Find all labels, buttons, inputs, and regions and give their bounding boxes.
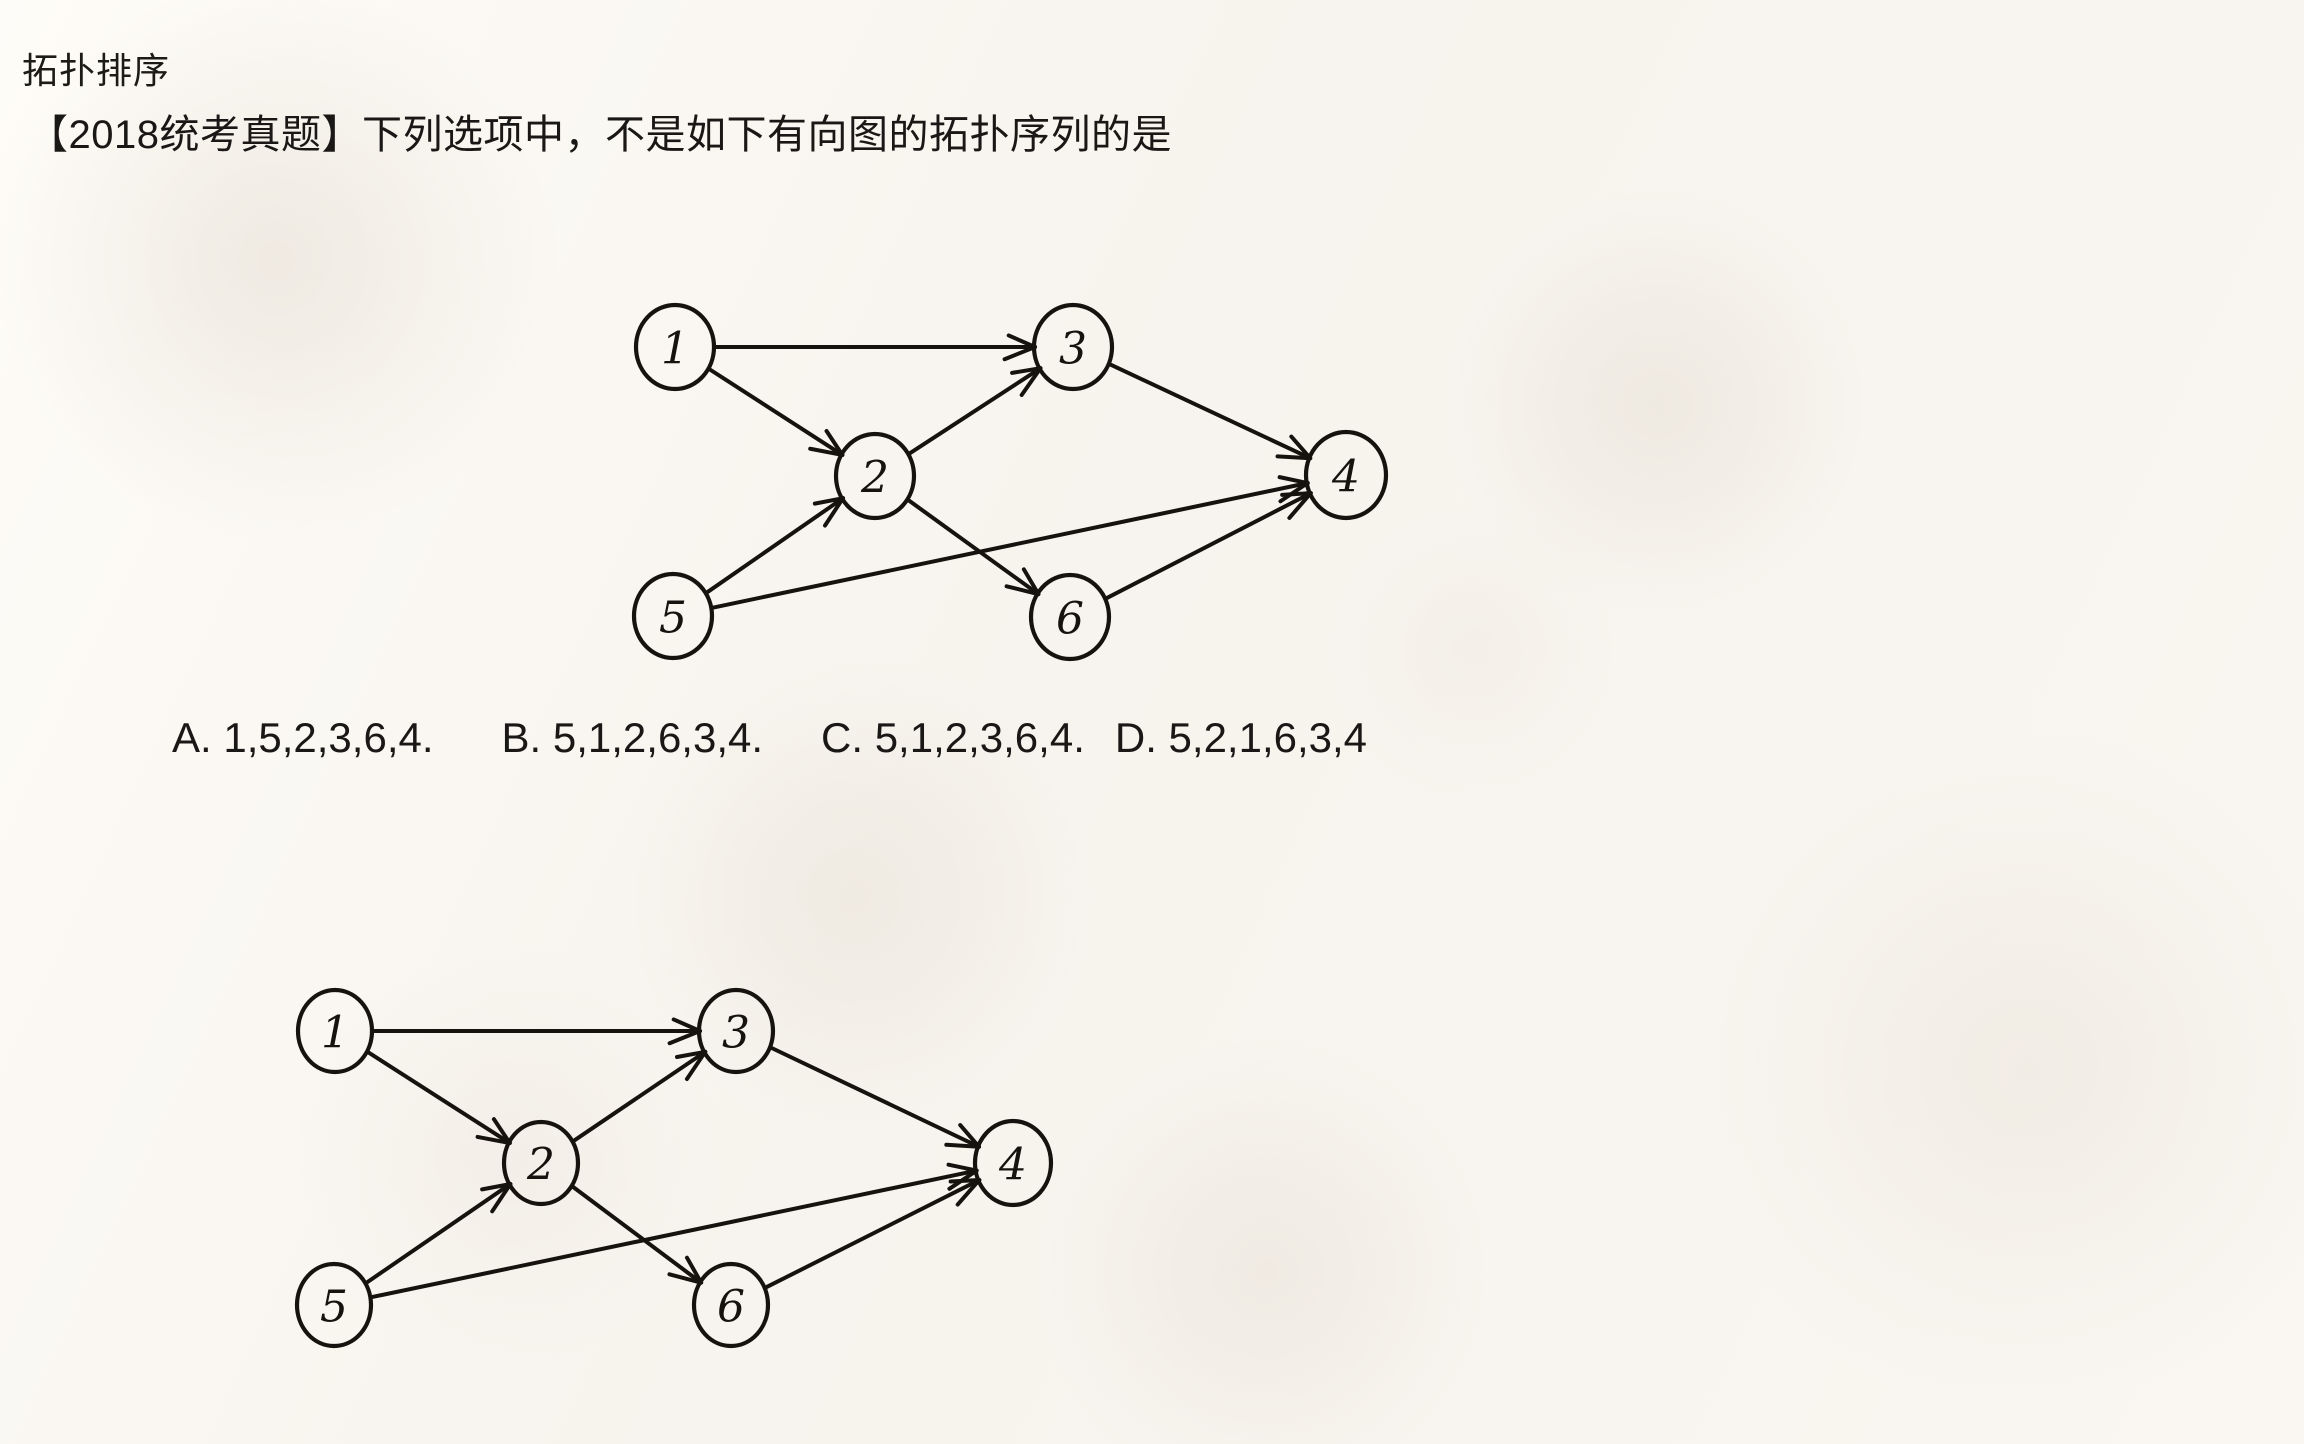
graph-node-label: 4 [998, 1140, 1027, 1191]
graph-edge-3-to-4 [768, 1045, 982, 1149]
graph-node-4[interactable]: 4 [972, 1118, 1054, 1208]
graph-edge-6-to-4 [1104, 491, 1313, 601]
graph-edge-5-to-2 [364, 1182, 513, 1285]
directed-graph-top: 1 2 3 4 5 6 [631, 302, 1389, 662]
graph-node-label: 1 [321, 1008, 349, 1059]
graph-edge-1-to-3 [371, 1017, 702, 1046]
option-c[interactable]: C. 5,1,2,3,6,4. [821, 714, 1085, 761]
graph-node-4[interactable]: 4 [1303, 429, 1389, 521]
directed-graph-bottom: 1 2 3 4 5 6 [294, 987, 1054, 1349]
graph-node-5[interactable]: 5 [294, 1261, 374, 1349]
graph-node-label: 2 [526, 1140, 555, 1191]
graph-edge-6-to-4 [763, 1177, 982, 1290]
graph-node-6[interactable]: 6 [1028, 572, 1112, 662]
option-b[interactable]: B. 5,1,2,6,3,4. [501, 714, 764, 761]
graph-node-label: 3 [1059, 324, 1087, 375]
graph-node-label: 4 [1331, 452, 1360, 503]
graph-edge-5-to-2 [704, 496, 846, 595]
graph-edge-3-to-4 [1107, 362, 1313, 461]
option-a[interactable]: A. 1,5,2,3,6,4. [172, 714, 434, 761]
graph-edge-2-to-6 [906, 498, 1041, 597]
graph-node-6[interactable]: 6 [691, 1261, 771, 1349]
graph-node-label: 2 [860, 453, 889, 504]
graph-node-label: 1 [661, 324, 689, 375]
graph-node-label: 5 [320, 1282, 348, 1333]
graph-node-2[interactable]: 2 [833, 431, 917, 521]
graph-node-2[interactable]: 2 [501, 1119, 581, 1207]
graph-node-3[interactable]: 3 [1031, 302, 1115, 392]
graph-edge-2-to-3 [571, 1049, 708, 1144]
graph-edge-2-to-3 [907, 366, 1043, 456]
graph-node-label: 5 [659, 593, 687, 644]
option-d[interactable]: D. 5,2,1,6,3,4 [1114, 714, 1368, 761]
graph-node-1[interactable]: 1 [633, 302, 717, 392]
graph-node-1[interactable]: 1 [295, 987, 375, 1075]
graph-edge-1-to-3 [713, 333, 1037, 362]
graph-edge-1-to-2 [707, 367, 845, 457]
graph-edge-1-to-2 [365, 1050, 512, 1146]
graph-node-5[interactable]: 5 [631, 571, 715, 661]
graph-node-label: 6 [1056, 594, 1084, 645]
graph-node-label: 6 [717, 1282, 745, 1333]
answer-options: A. 1,5,2,3,6,4. B. 5,1,2,6,3,4. C. 5,1,2… [172, 714, 1367, 762]
graph-node-label: 3 [722, 1008, 750, 1059]
graph-node-3[interactable]: 3 [696, 987, 776, 1075]
graph-edge-2-to-6 [570, 1184, 704, 1285]
